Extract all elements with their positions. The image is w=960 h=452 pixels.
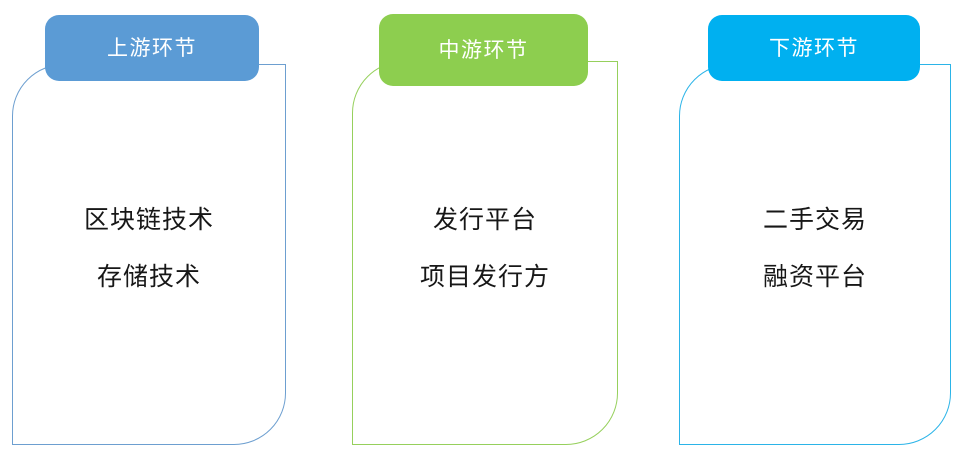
- stage-badge-downstream[interactable]: 下游环节: [708, 15, 920, 81]
- card-outline-midstream: [352, 61, 618, 445]
- stage-badge-label-midstream: 中游环节: [438, 38, 529, 62]
- stage-badge-label-upstream: 上游环节: [107, 36, 197, 60]
- card-body-upstream: 区块链技术 存储技术: [12, 208, 286, 290]
- card-item: 区块链技术: [83, 206, 214, 234]
- stage-badge-upstream[interactable]: 上游环节: [45, 15, 259, 81]
- stage-badge-midstream[interactable]: 中游环节: [379, 14, 588, 86]
- card-body-midstream: 发行平台 项目发行方: [352, 208, 618, 290]
- stage-badge-label-downstream: 下游环节: [769, 36, 859, 60]
- card-item: 发行平台: [432, 206, 537, 234]
- card-outline-upstream: [12, 64, 286, 445]
- card-item: 二手交易: [762, 206, 867, 234]
- card-item: 融资平台: [762, 263, 867, 291]
- card-item: 存储技术: [96, 263, 201, 291]
- card-outline-downstream: [679, 64, 951, 445]
- card-item: 项目发行方: [419, 263, 550, 291]
- card-body-downstream: 二手交易 融资平台: [679, 208, 951, 290]
